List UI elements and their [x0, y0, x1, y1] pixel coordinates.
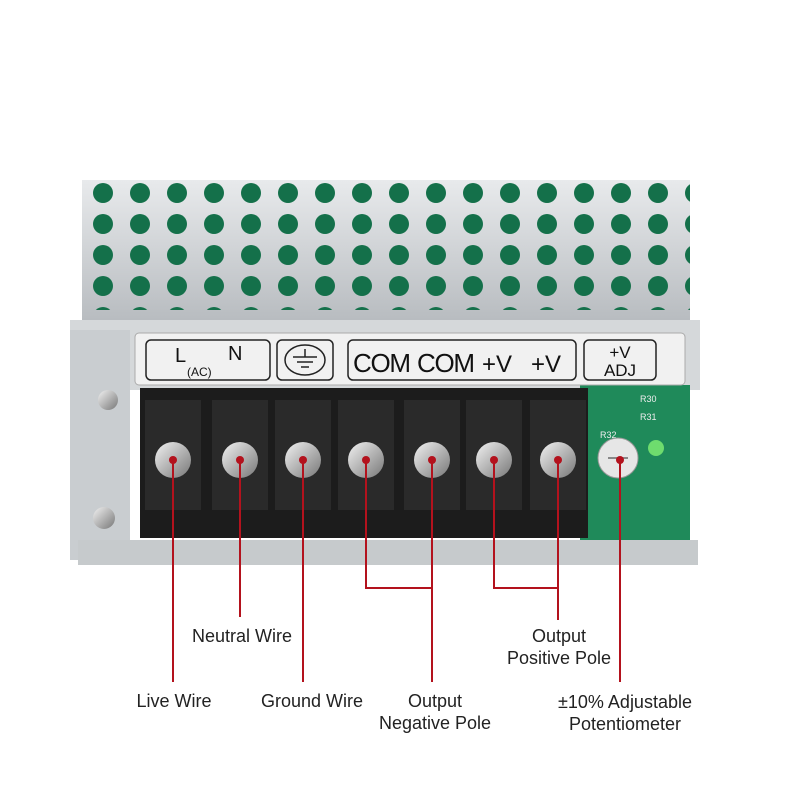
callout-dot	[362, 456, 370, 464]
pcb-mark-r32: R32	[600, 430, 617, 440]
mounting-screw	[98, 390, 118, 410]
callout-line-negative	[365, 460, 432, 589]
callout-dot	[554, 456, 562, 464]
callout-potentiometer: ±10% Adjustable Potentiometer	[558, 691, 692, 735]
label-adj-top: +V	[609, 343, 631, 362]
callout-negative-line1: Output	[407, 691, 463, 711]
callout-pot-line1: ±10% Adjustable	[558, 692, 692, 712]
callout-line-positive	[493, 460, 558, 589]
callout-negative-line2: Negative Pole	[378, 713, 492, 733]
pcb-mark-r31: R31	[640, 412, 657, 422]
mounting-screw	[93, 507, 115, 529]
callout-positive-line1: Output	[531, 626, 587, 646]
label-v-2: +V	[531, 351, 561, 378]
callout-neutral-wire: Neutral Wire	[191, 626, 293, 646]
label-l: L	[175, 345, 186, 367]
ground-symbol-icon	[284, 344, 326, 376]
callout-output-negative: Output Negative Pole	[379, 690, 491, 734]
label-n: N	[228, 343, 242, 365]
terminal-label-strip	[134, 332, 686, 386]
callout-dot	[616, 456, 624, 464]
callout-output-positive: Output Positive Pole	[507, 625, 611, 669]
callout-lines	[172, 460, 621, 682]
label-com-1: COM	[353, 348, 411, 378]
callout-pot-line2: Potentiometer	[568, 714, 682, 734]
callout-live-wire: Live Wire	[136, 691, 212, 711]
callout-positive-line2: Positive Pole	[506, 648, 612, 668]
pcb-mark-r30: R30	[640, 394, 657, 404]
label-com-2: COM	[417, 348, 475, 378]
label-ac: (AC)	[187, 365, 212, 379]
callout-dot	[299, 456, 307, 464]
callout-dot	[428, 456, 436, 464]
callout-dot	[169, 456, 177, 464]
callout-dot	[490, 456, 498, 464]
label-v-1: +V	[482, 351, 512, 378]
callout-ground-wire: Ground Wire	[260, 691, 364, 711]
led-indicator	[648, 440, 664, 456]
label-adj-bottom: ADJ	[604, 361, 636, 380]
callout-dot	[236, 456, 244, 464]
